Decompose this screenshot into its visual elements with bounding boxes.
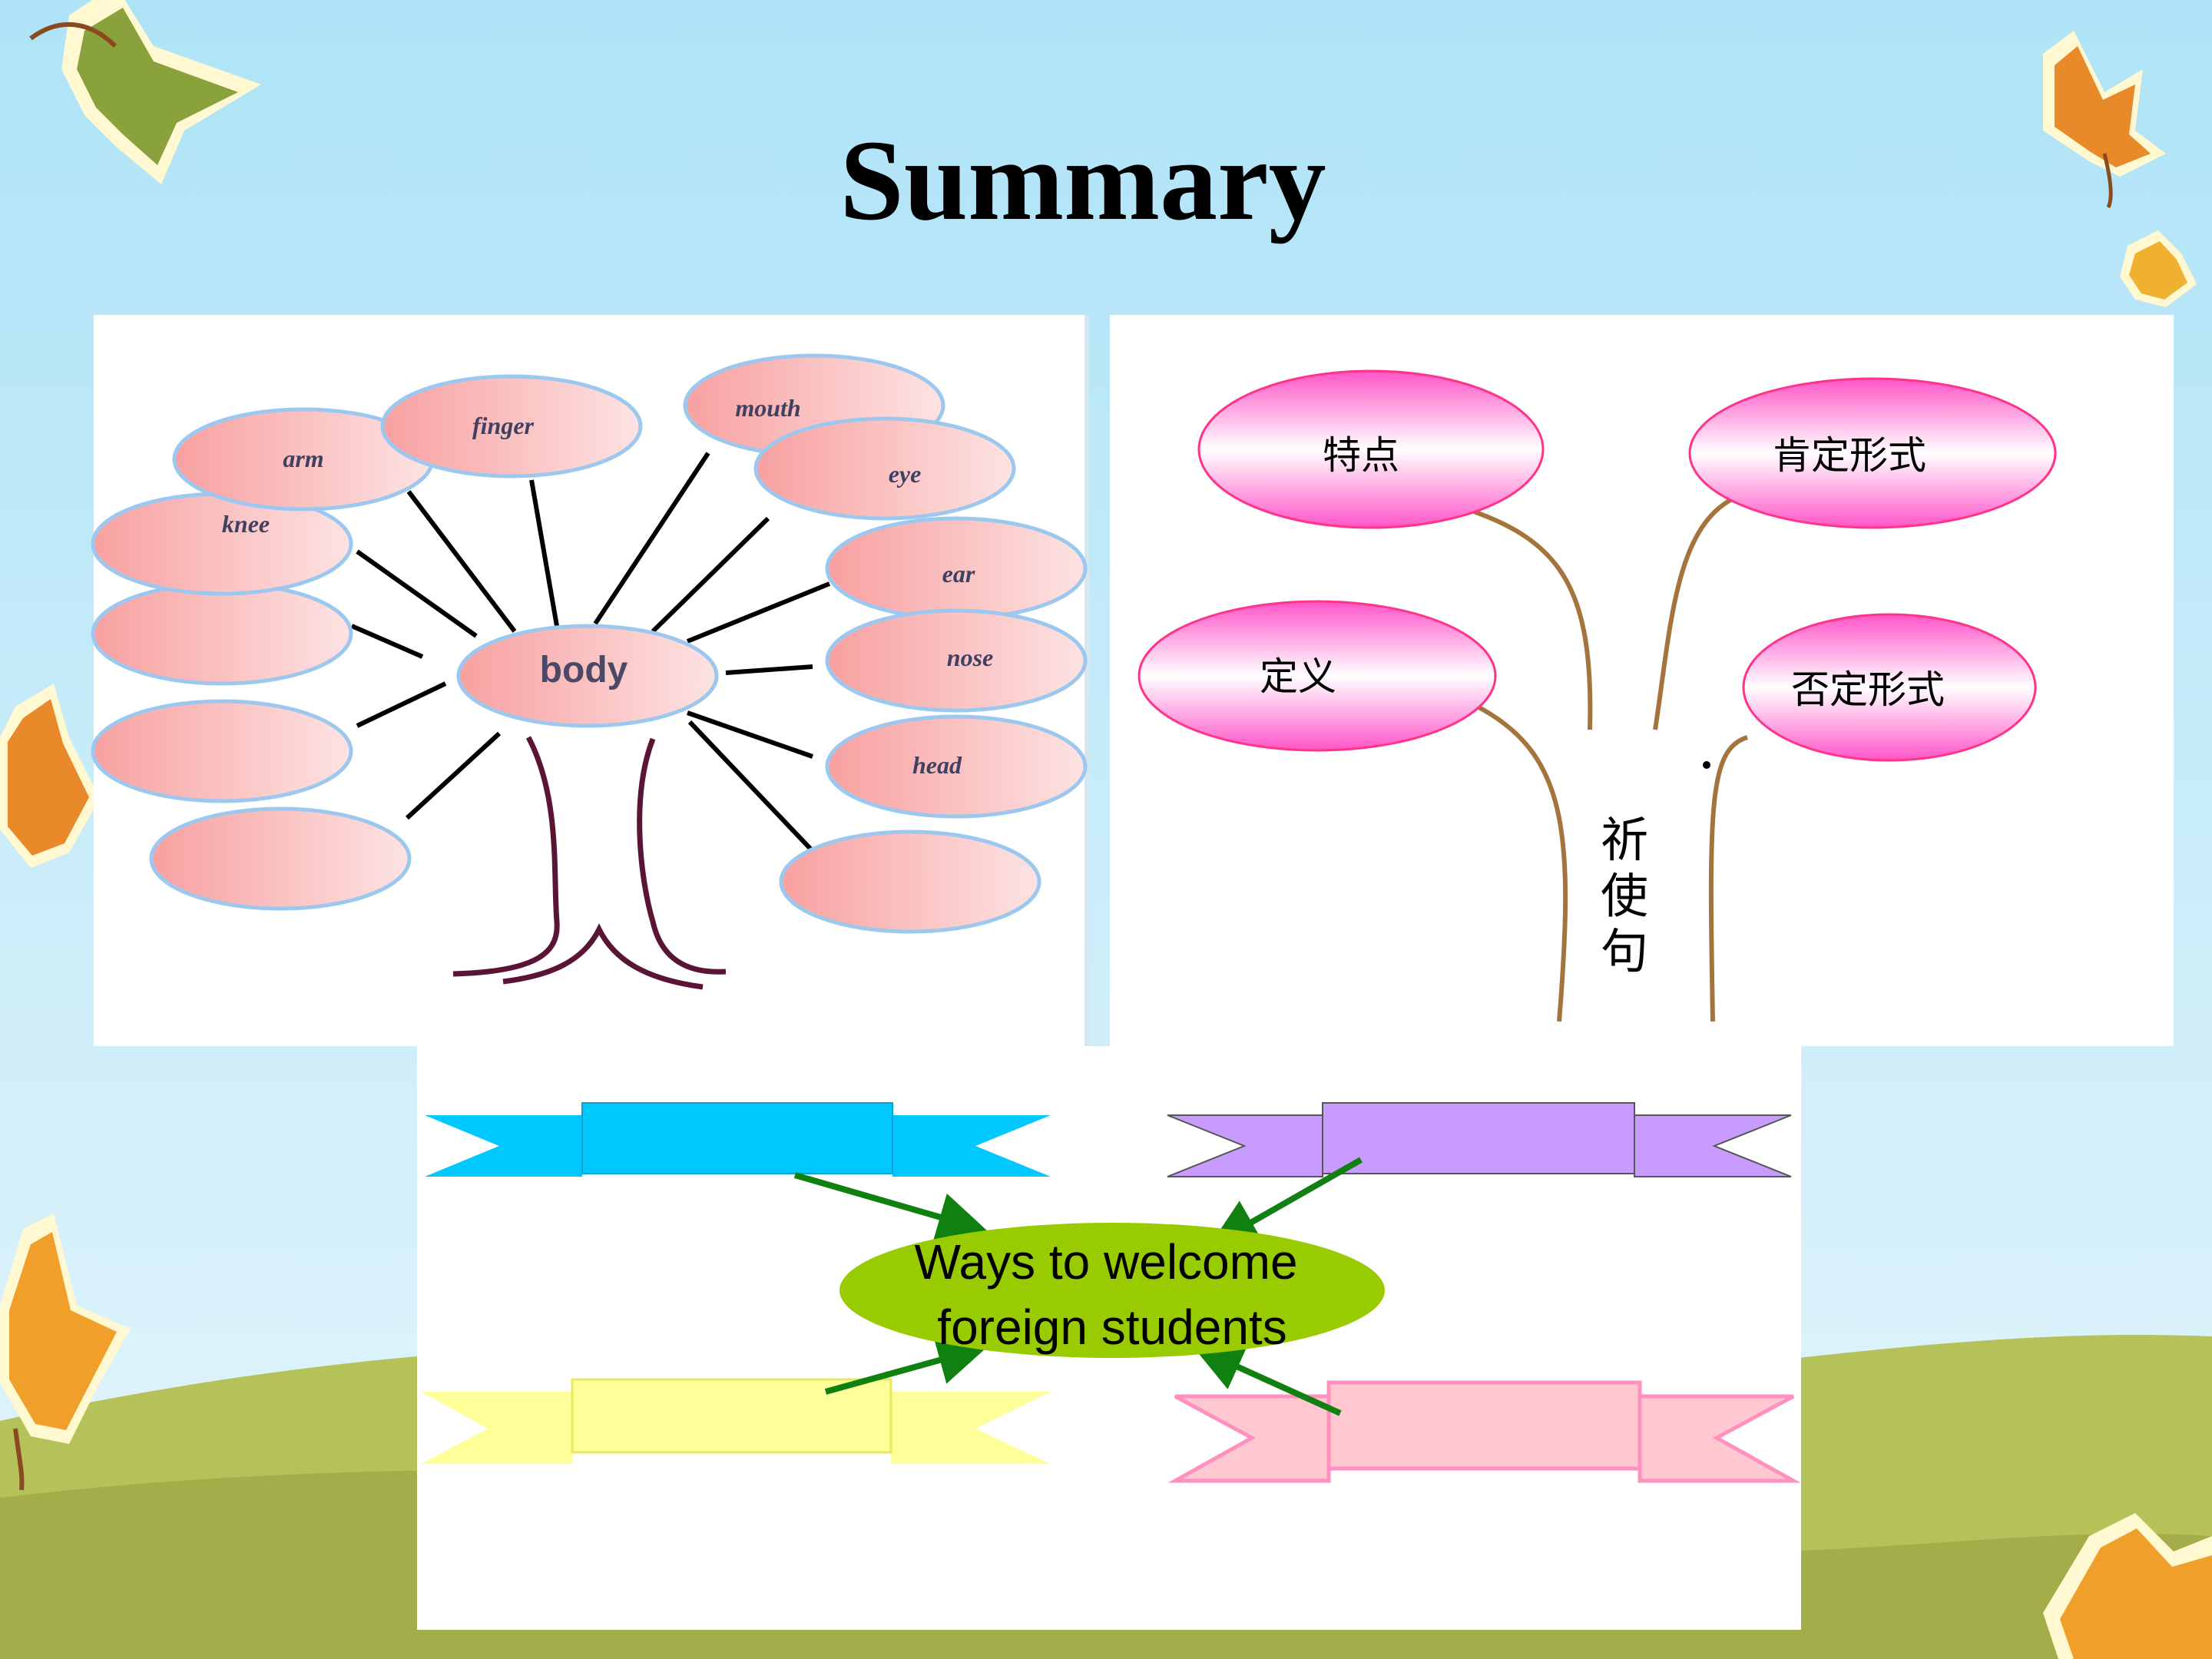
- bubble-eye: [753, 416, 1016, 521]
- grammar-root-label: 祈 使 句: [1601, 812, 1648, 979]
- label-definition: 定义: [1260, 654, 1336, 699]
- bubble-affirmative-form: [1688, 377, 2057, 529]
- grammar-mind-map: 特点 肯定形式 定义 否定形式 祈 使 句: [1110, 315, 2174, 1046]
- label-affirmative-form: 肯定形式: [1773, 433, 1926, 478]
- welcome-center-label: Ways to welcome foreign students: [914, 1234, 1297, 1355]
- empty-bubble-left-2: [91, 699, 353, 803]
- empty-bubble-left-1: [91, 581, 353, 686]
- branch-lines: [350, 452, 831, 853]
- ribbon-blue: [425, 1102, 1051, 1177]
- label-mouth: mouth: [735, 394, 800, 422]
- svg-text:foreign students: foreign students: [937, 1300, 1286, 1355]
- welcome-center-bubble: [839, 1223, 1385, 1358]
- label-head: head: [912, 751, 962, 779]
- leaf-decoration-left-middle: [0, 684, 100, 868]
- label-nose: nose: [947, 644, 993, 671]
- bubble-negative-form: [1742, 613, 2037, 762]
- label-body-center: body: [540, 650, 628, 690]
- leaf-decoration-top-left: [29, 0, 261, 184]
- leaf-decoration-bottom-right: [2043, 1513, 2212, 1659]
- ribbon-pink: [1167, 1380, 1801, 1483]
- label-ear: ear: [942, 560, 975, 588]
- tree-trunk: [452, 736, 727, 990]
- label-arm: arm: [283, 445, 323, 472]
- label-negative-form: 否定形式: [1791, 667, 1945, 712]
- body-mind-map: knee arm finger mouth eye ear nose head …: [91, 315, 1089, 1046]
- label-knee: knee: [222, 510, 270, 538]
- bubble-body-center: [456, 624, 719, 728]
- arrows: [793, 1157, 1363, 1416]
- bubble-finger: [380, 374, 643, 478]
- empty-bubble-left-3: [149, 806, 412, 911]
- svg-text:祈: 祈: [1601, 812, 1648, 868]
- bubble-definition: [1137, 600, 1497, 752]
- leaf-decoration-top-right: [2043, 31, 2166, 209]
- label-characteristics: 特点: [1323, 433, 1399, 478]
- page-title: Summary: [839, 117, 1326, 244]
- svg-text:使: 使: [1601, 868, 1648, 924]
- bubble-head: [825, 714, 1088, 819]
- ribbon-purple: [1167, 1102, 1792, 1177]
- leaf-decoration-right-small: [2120, 230, 2197, 307]
- svg-text:Ways to welcome: Ways to welcome: [914, 1234, 1297, 1290]
- label-finger: finger: [472, 412, 535, 439]
- welcome-mind-map: Ways to welcome foreign students: [417, 1046, 1801, 1630]
- ribbon-yellow: [421, 1378, 1051, 1464]
- svg-text:句: 句: [1601, 923, 1648, 979]
- label-eye: eye: [889, 460, 922, 488]
- body-part-bubbles: [91, 353, 1088, 934]
- empty-bubble-right-bottom: [779, 830, 1041, 934]
- leaf-decoration-bottom-left: [0, 1214, 131, 1491]
- bubble-characteristics: [1197, 369, 1545, 529]
- grammar-branches: [1455, 497, 1748, 1022]
- bubble-nose: [825, 608, 1088, 713]
